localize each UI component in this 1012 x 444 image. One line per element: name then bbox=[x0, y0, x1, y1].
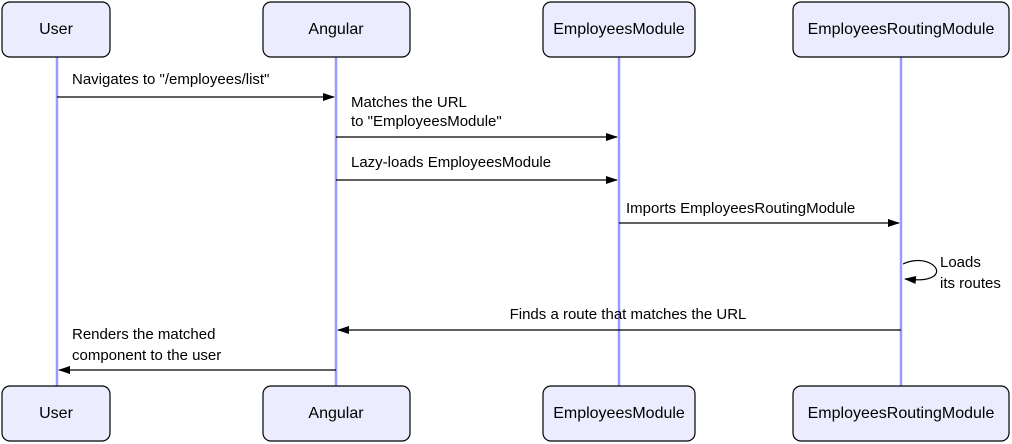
message-label: to "EmployeesModule" bbox=[351, 113, 502, 130]
actor-label: EmployeesRoutingModule bbox=[808, 21, 995, 38]
message-label: Imports EmployeesRoutingModule bbox=[626, 200, 855, 217]
actor-bottom-employees-module: EmployeesModule bbox=[542, 385, 696, 442]
message-arrow bbox=[902, 259, 938, 284]
message-label: Finds a route that matches the URL bbox=[510, 306, 747, 323]
actor-bottom-employees-routing-module: EmployeesRoutingModule bbox=[792, 385, 1010, 442]
actor-top-employees-module: EmployeesModule bbox=[542, 1, 696, 58]
message-label: Lazy-loads EmployeesModule bbox=[351, 154, 551, 171]
actor-label: User bbox=[39, 21, 73, 38]
message-imports: Imports EmployeesRoutingModule bbox=[619, 200, 900, 227]
actor-label: EmployeesModule bbox=[553, 21, 685, 38]
message-loads-routes: Loads its routes bbox=[902, 254, 1001, 292]
actor-label: Angular bbox=[308, 405, 364, 422]
actor-label: User bbox=[39, 405, 73, 422]
message-label: Navigates to "/employees/list" bbox=[72, 71, 269, 88]
actor-label: EmployeesModule bbox=[553, 405, 685, 422]
actor-label: Angular bbox=[308, 21, 364, 38]
message-label: Loads bbox=[940, 254, 981, 271]
message-navigate: Navigates to "/employees/list" bbox=[57, 71, 335, 101]
message-label: component to the user bbox=[72, 347, 221, 364]
actor-top-user: User bbox=[1, 1, 111, 58]
message-finds-route: Finds a route that matches the URL bbox=[337, 306, 901, 334]
message-label: its routes bbox=[940, 275, 1001, 292]
message-label: Matches the URL bbox=[351, 94, 467, 111]
message-renders: Renders the matched component to the use… bbox=[58, 326, 336, 374]
message-lazy-loads: Lazy-loads EmployeesModule bbox=[336, 154, 618, 184]
message-label: Renders the matched bbox=[72, 326, 215, 343]
actor-top-employees-routing-module: EmployeesRoutingModule bbox=[792, 1, 1010, 58]
message-matches-url: Matches the URL to "EmployeesModule" bbox=[336, 94, 618, 141]
actor-top-angular: Angular bbox=[262, 1, 411, 58]
actor-label: EmployeesRoutingModule bbox=[808, 405, 995, 422]
actor-bottom-user: User bbox=[1, 385, 111, 442]
actor-bottom-angular: Angular bbox=[262, 385, 411, 442]
